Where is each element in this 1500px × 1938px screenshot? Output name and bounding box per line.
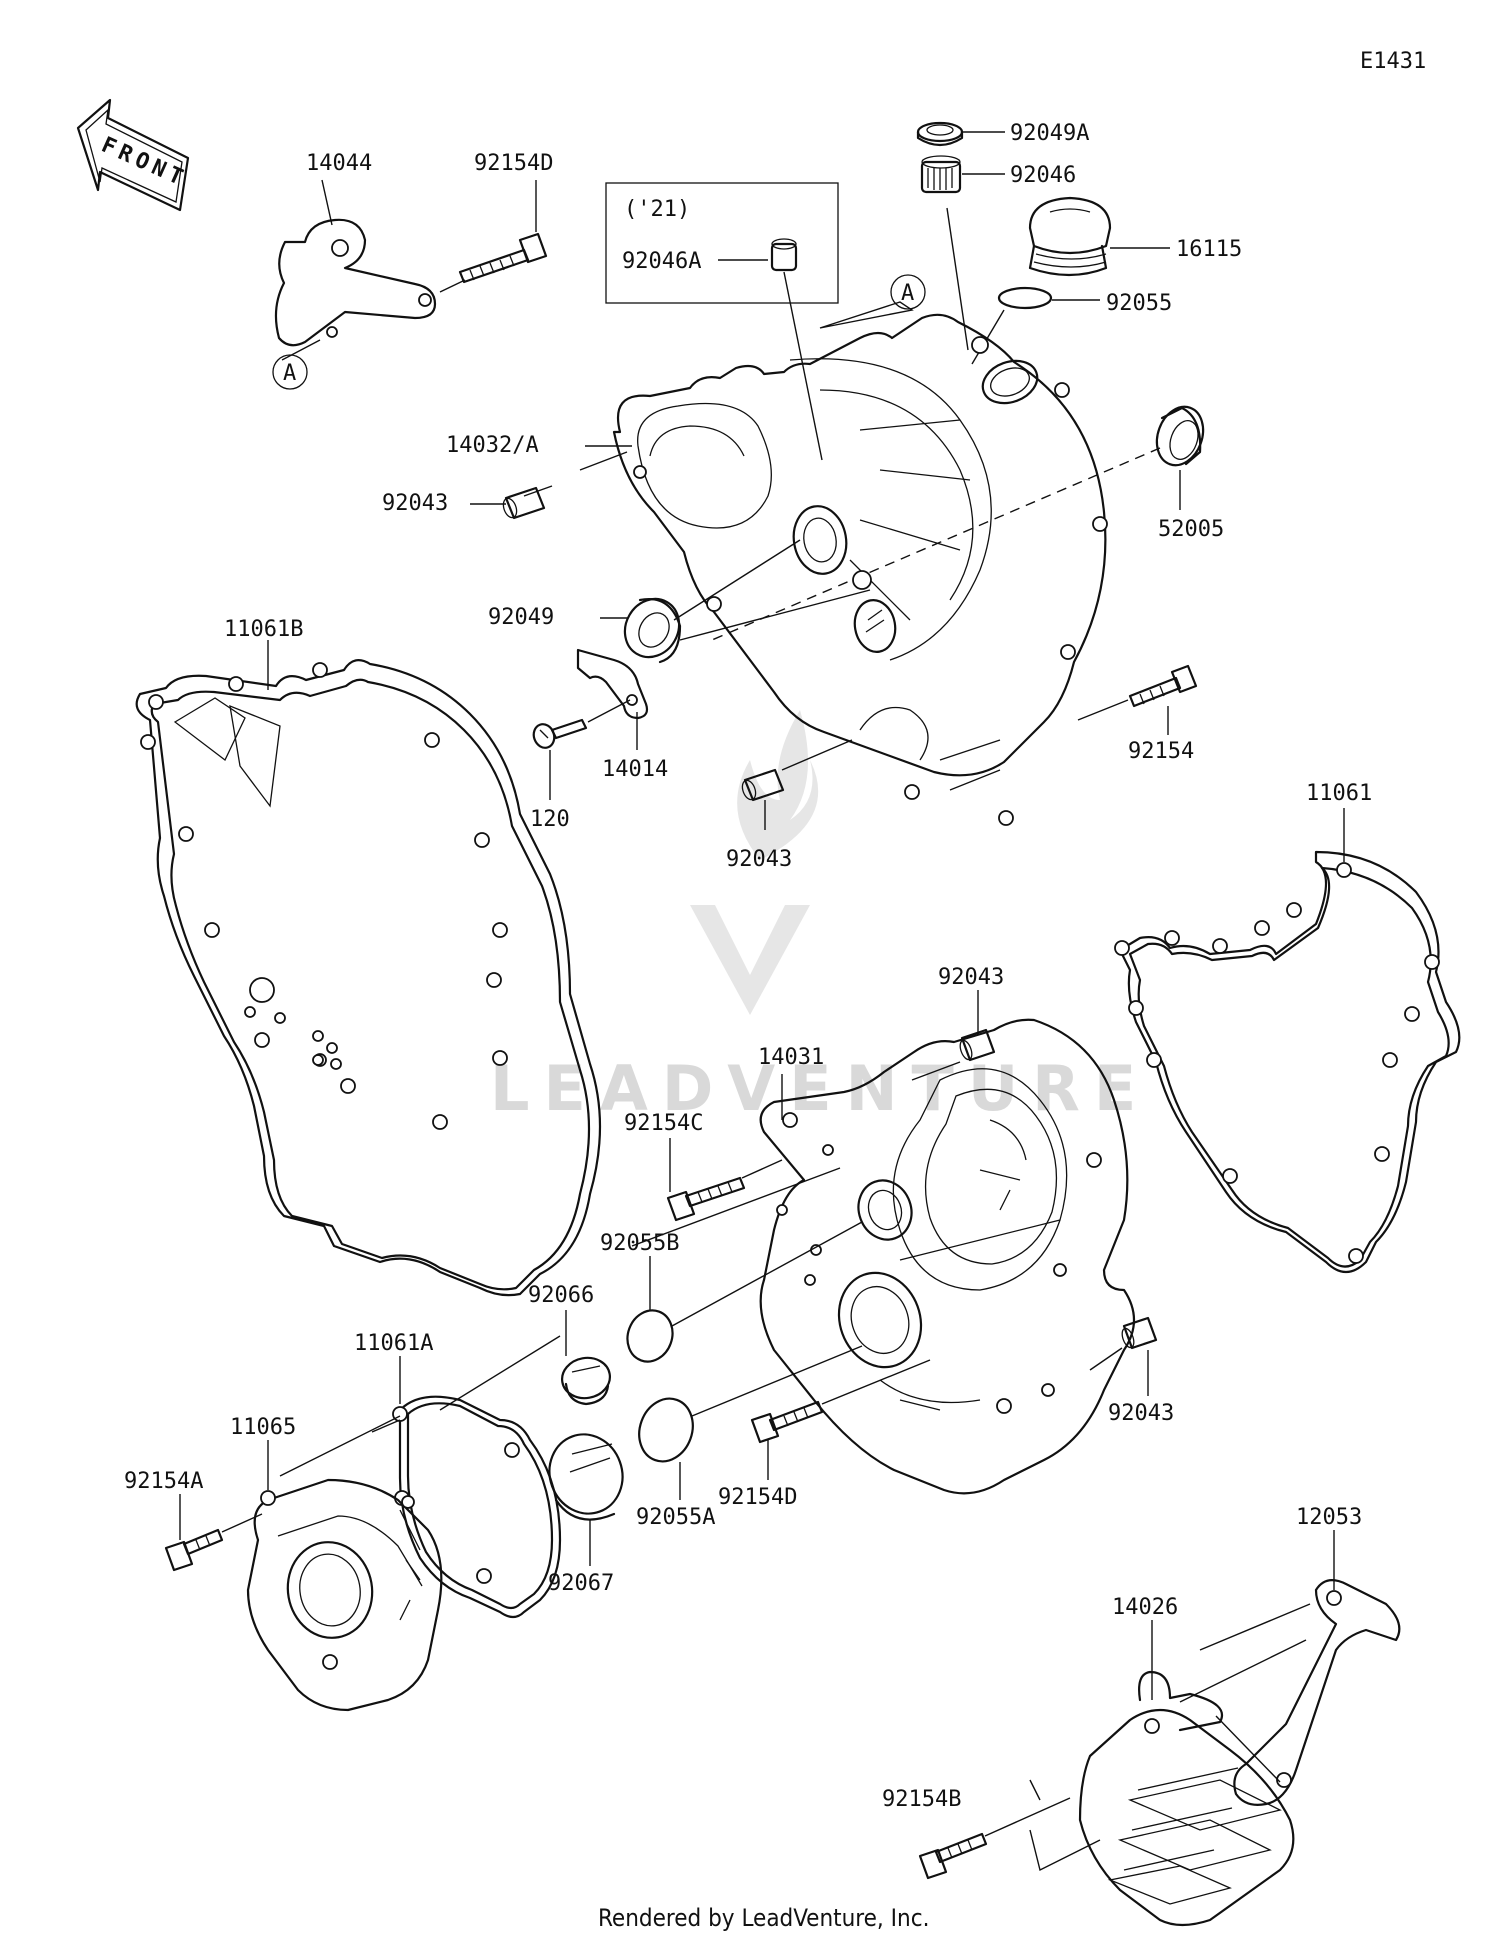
front-label: FRONT [98,133,192,193]
label-92043-b: 92043 [726,847,792,872]
label-14026: 14026 [1112,1595,1178,1620]
bolt-92154 [1128,664,1198,708]
inspection-plug [853,599,897,653]
label-92067: 92067 [548,1571,614,1596]
gasket-11061b [135,659,602,1297]
plate-14014 [576,648,649,720]
label-12053: 12053 [1296,1505,1362,1530]
label-92049a: 92049A [1010,121,1089,146]
label-14044: 14044 [306,151,372,176]
callout-a-left-text: A [283,361,296,386]
label-52005: 52005 [1158,517,1224,542]
front-arrow-icon: FRONT [76,98,192,212]
label-92046: 92046 [1010,163,1076,188]
guard-14026 [1078,1670,1295,1927]
bolt-92154d-lower [750,1400,824,1444]
plug-92066 [561,1356,611,1406]
o-ring-92055 [997,286,1053,310]
oil-filler-cap-16115 [1028,196,1112,277]
bracket-14044 [274,218,437,347]
clutch-cover-14032 [612,313,1108,826]
label-92055: 92055 [1106,291,1172,316]
gasket-11061 [1114,850,1461,1274]
label-92154: 92154 [1128,739,1194,764]
label-120: 120 [530,807,570,832]
callout-a-upper-text: A [901,281,914,306]
callout-a-upper [890,274,926,310]
gasket-11061a [392,1395,562,1619]
bolt-92154b [918,1832,988,1880]
label-92154b: 92154B [882,1787,961,1812]
callout-a-left [272,354,308,390]
dowel-92043-b [741,768,785,802]
o-ring-92055a [638,1397,694,1463]
label-11065: 11065 [230,1415,296,1440]
footer-credit: Rendered by LeadVenture, Inc. [598,1904,929,1932]
bolt-92154d-top [458,232,548,284]
plug-92067 [548,1433,624,1521]
variant-part: 92046A [622,249,701,274]
label-92043-d: 92043 [1108,1401,1174,1426]
label-92066: 92066 [528,1283,594,1308]
label-92043-a: 92043 [382,491,448,516]
cover-11065 [246,1478,443,1712]
label-92154d-lower: 92154D [718,1485,797,1510]
label-92154d-top: 92154D [474,151,553,176]
label-16115: 16115 [1176,237,1242,262]
label-11061a: 11061A [354,1331,433,1356]
part-labels: 14044 92154D 92049A 92046 16115 92055 14… [124,121,1372,1812]
label-11061: 11061 [1306,781,1372,806]
label-14031: 14031 [758,1045,824,1070]
label-92055a: 92055A [636,1505,715,1530]
shaft-seal-port [792,505,848,575]
seal-52005 [1155,405,1205,467]
label-92055b: 92055B [600,1231,679,1256]
bearing-92046 [920,155,962,194]
seal-92049 [623,597,682,664]
label-11061b: 11061B [224,617,303,642]
screw-120 [532,718,588,749]
bolt-92154a [164,1528,224,1572]
label-14032a: 14032/A [446,433,539,458]
diagram-code: E1431 [1360,49,1426,74]
variant-box: ('21) 92046A [605,182,839,304]
label-92154a: 92154A [124,1469,203,1494]
filler-port [981,359,1039,405]
variant-year: ('21) [624,197,690,222]
bolt-92154c [666,1176,746,1222]
label-14014: 14014 [602,757,668,782]
bracket-12053 [1233,1579,1401,1806]
label-92154c: 92154C [624,1111,703,1136]
dowel-92043-d [1121,1316,1158,1350]
dowel-92043-a [502,486,546,520]
o-ring-92055b [626,1309,674,1363]
seal-92049a [916,121,964,147]
label-92049: 92049 [488,605,554,630]
label-92043-c: 92043 [938,965,1004,990]
